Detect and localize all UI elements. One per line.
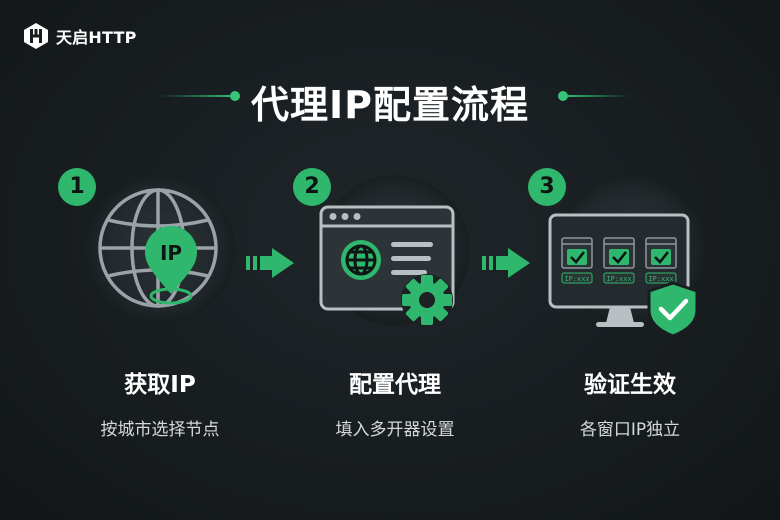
step-1-number-badge: 1 [58,168,96,206]
title-area: 代理IP配置流程 [0,70,780,127]
step-3-description: 各窗口IP独立 [579,420,681,440]
pin-ip-label: IP [160,241,182,265]
window-1-ip-label: IP:xxx [564,275,589,283]
hexagon-logo-icon [24,23,48,49]
step-3-title: 验证生效 [584,372,676,398]
browser-settings-gear-icon [319,205,455,326]
arrow-right-icon [246,248,294,278]
step-2-number-badge: 2 [293,168,331,206]
title-decoration-dot-left [230,91,240,101]
window-2-ip-label: IP:xxx [606,275,631,283]
shield-check-icon [647,281,699,338]
window-3: IP:xxx [645,237,677,284]
page-title: 代理IP配置流程 [251,83,529,127]
step-1-title: 获取IP [124,372,196,398]
step-1-description: 按城市选择节点 [100,420,220,440]
step-2: 2 [275,160,505,460]
window-2: IP:xxx [603,237,635,284]
title-decoration-dot-right [558,91,568,101]
window-3-ip-label: IP:xxx [648,275,673,283]
step-2-description: 填入多开器设置 [335,420,455,440]
monitor-shield-check-icon: IP:xxx IP:xxx IP:xxx [548,213,699,338]
step-2-title: 配置代理 [349,372,441,398]
step-3: 3 IP:xxx IP:xxx IP:xxx [510,160,740,460]
arrow-right-icon [482,248,530,278]
title-decoration-left [160,95,230,97]
title-decoration-right [568,95,630,97]
step-1: 1 IP 获取IP 按城市选择节点 [40,160,270,460]
globe-location-pin-icon: IP [98,188,218,308]
brand-name: 天启HTTP [56,28,137,47]
window-1: IP:xxx [561,237,593,284]
step-3-number-badge: 3 [528,168,566,206]
brand-logo: 天启HTTP [22,22,137,50]
